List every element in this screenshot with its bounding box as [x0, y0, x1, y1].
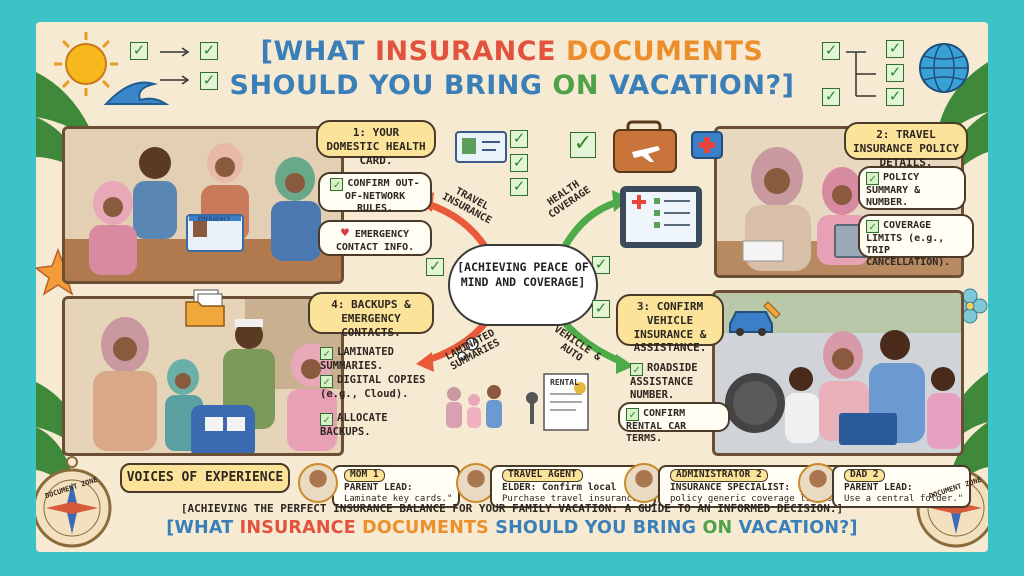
checkbox-icon: ✓ [630, 363, 643, 376]
checkbox-icon: ✓ [320, 347, 333, 360]
section2-note-2: ✓COVERAGE LIMITS (e.g., TRIP CANCELLATIO… [858, 214, 974, 268]
section4-item-3: ✓ALLOCATE BACKUPS. [320, 412, 388, 438]
section1-heading: 1: YOUR DOMESTIC HEALTH CARD. [316, 120, 436, 167]
checklist-flow-icon [160, 47, 876, 97]
infographic-poster: ✓ ✓ ✓ ✓ ✓ ✓ ✓ ✓ [WHAT INSURANCE DOCUMENT… [36, 22, 988, 552]
id-card-text: EMERGENCY [198, 216, 231, 223]
page-title: [WHAT INSURANCE DOCUMENTS [260, 36, 764, 67]
voice-card-dad2: DAD 2 PARENT LEAD:Use a central folder." [798, 463, 972, 509]
globe-icon [919, 43, 969, 93]
checkbox-icon: ✓ [886, 64, 904, 82]
family-illustration [65, 129, 341, 281]
tablet-checklist-icon [620, 186, 702, 248]
sun-icon [54, 32, 118, 96]
checkbox-icon: ✓ [510, 130, 528, 148]
checkbox-icon: ✓ [866, 220, 879, 233]
checkbox-icon: ✓ [320, 375, 333, 388]
wave-icon [103, 81, 170, 105]
checkbox-icon: ✓ [866, 172, 879, 185]
avatar [624, 463, 664, 503]
voice-card-mom1: MOM 1 PARENT LEAD:Laminate key cards." [298, 463, 474, 509]
avatar [298, 463, 338, 503]
section1-note-2: ♥ EMERGENCY CONTACT INFO. [318, 220, 432, 256]
backpack-illustration [65, 299, 341, 453]
flow-arrows [424, 198, 626, 366]
checkbox-icon: ✓ [886, 40, 904, 58]
folder-documents-icon [185, 289, 225, 327]
car-wrench-icon [729, 301, 781, 336]
voice-card-administrator: ADMINISTRATOR 2 INSURANCE SPECIALIST:pol… [624, 463, 852, 509]
checkbox-icon: ✓ [570, 132, 596, 158]
checkbox-icon: ✓ [510, 178, 528, 196]
family-photo-health-card [62, 126, 344, 284]
voice-card-text: MOM 1 PARENT LEAD:Laminate key cards." [332, 465, 461, 509]
section1-note-1: ✓CONFIRM OUT-OF-NETWORK RULES. [318, 172, 432, 214]
checkbox-icon: ✓ [822, 42, 840, 60]
heart-icon: ♥ [340, 226, 349, 241]
footer-subtitle: [ACHIEVING THE PERFECT INSURANCE BALANCE… [180, 502, 844, 515]
voices-heading: VOICES OF EXPERIENCE [120, 463, 290, 493]
voice-card-text: DAD 2 PARENT LEAD:Use a central folder." [832, 465, 972, 509]
checkbox-icon: ✓ [592, 300, 610, 318]
section3-heading: 3: CONFIRM VEHICLE INSURANCE & ASSISTANC… [616, 294, 724, 354]
checkbox-icon: ✓ [330, 178, 344, 191]
section4-item-1: ✓LAMINATED SUMMARIES. [320, 346, 394, 372]
family-icon [446, 385, 502, 428]
family-car-photo [712, 290, 964, 456]
checkbox-icon: ✓ [822, 88, 840, 106]
checkbox-icon: ✓ [886, 88, 904, 106]
suitcase-plane-icon [613, 120, 677, 173]
page-title-line2: SHOULD YOU BRING ON VACATION?] [229, 70, 795, 101]
section4-heading: 4: BACKUPS & EMERGENCY CONTACTS. [308, 292, 434, 339]
checkbox-icon: ✓ [200, 72, 218, 90]
checkbox-icon: ✓ [200, 42, 218, 60]
first-aid-icon [691, 131, 723, 159]
center-cloud: [ACHIEVING PEACE OF MIND AND COVERAGE] [448, 244, 598, 326]
section4-item-2: ✓DIGITAL COPIES (e.g., Cloud). [320, 374, 426, 400]
checkbox-icon: ✓ [426, 258, 444, 276]
checkbox-icon: ✓ [130, 42, 148, 60]
footer-title: [WHAT INSURANCE DOCUMENTS SHOULD YOU BRI… [166, 518, 858, 538]
section2-note-1: ✓POLICY SUMMARY & NUMBER. [858, 166, 966, 210]
rental-document-key-icon [526, 373, 589, 431]
checkbox-icon: ✓ [320, 413, 333, 426]
car-family-illustration [715, 293, 961, 453]
avatar [456, 463, 496, 503]
section3-note-2: ✓CONFIRM RENTAL CAR TERMS. [618, 402, 730, 444]
thought-dots [457, 337, 479, 361]
checkbox-icon: ✓ [626, 408, 639, 421]
rental-label: RENTAL [550, 378, 579, 387]
compass-icon-left [36, 456, 112, 548]
id-card-icon [455, 131, 507, 163]
section2-heading: 2: TRAVEL INSURANCE POLICY DETAILS. [844, 122, 968, 169]
checkbox-icon: ✓ [510, 154, 528, 172]
section3-item-1: ✓ROADSIDE ASSISTANCE NUMBER. [630, 362, 698, 402]
